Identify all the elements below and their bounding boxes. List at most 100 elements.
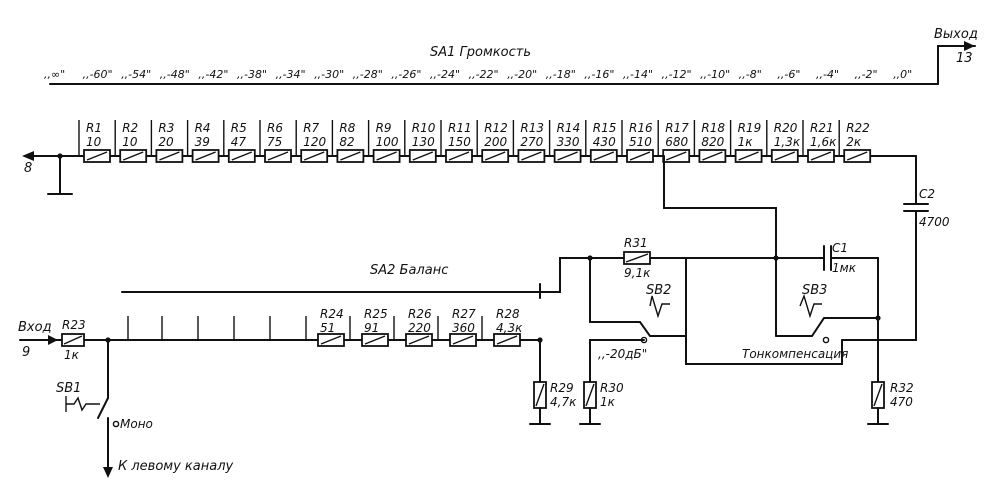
volume-position-label: ,,-16" [584,68,614,81]
volume-resistor-value: 130 [412,135,435,149]
volume-resistor-ref: R18 [701,121,725,135]
volume-resistor-ref: R8 [339,121,355,135]
volume-position-label: ,,-10" [700,68,730,81]
volume-resistor-stroke [629,151,651,161]
c1-ref: C1 [832,241,848,255]
volume-resistor-chain: R110R210R320R439R547R675R7120R882R9100R1… [83,121,872,163]
volume-resistor-value: 47 [231,135,247,149]
balance-resistor-stroke [452,335,474,345]
r32-ref: R32 [890,381,914,395]
volume-resistor-ref: R19 [738,121,762,135]
output-label: Выход [934,27,978,42]
c1-right-wire [830,257,879,319]
sb2-pushbutton-icon [649,295,670,319]
volume-resistor-value: 510 [629,135,652,149]
r31-ref: R31 [624,236,648,250]
volume-resistor-ref: R4 [195,121,211,135]
ladder-switch-contacts [78,120,840,156]
volume-position-label: ,,-6" [777,68,800,81]
volume-resistor-value: 75 [267,135,282,149]
sb1-contact [97,397,109,419]
volume-resistor-ref: R21 [810,121,834,135]
volume-position-label: ,,-60" [83,68,113,81]
ladder-input-arrow-icon [22,151,34,161]
input-pin: 9 [22,345,30,360]
r23-stroke [63,335,83,345]
volume-resistor-stroke [846,151,868,161]
r29-ref: R29 [550,381,574,395]
volume-resistor-value: 430 [593,135,616,149]
volume-position-label: ,,-2" [855,68,878,81]
sb2-to-sb3-wire [685,339,843,365]
r30-stroke [585,383,595,407]
volume-resistor-stroke [484,151,506,161]
volume-resistor-ref: R5 [231,121,247,135]
r23-value: 1к [64,348,80,362]
volume-position-label: ,,-4" [816,68,839,81]
volume-resistor-stroke [376,151,397,161]
volume-resistor-stroke [231,151,253,161]
balance-resistor-ref: R24 [320,307,344,321]
volume-resistor-value: 1к [738,135,754,149]
volume-position-label: ,,∞" [44,68,65,81]
tone-tap-wire [663,155,777,259]
sb2-ref: SB2 [646,283,671,298]
volume-resistor-value: 2к [846,135,862,149]
output-arrow-icon [964,41,975,51]
volume-position-label: ,,-38" [237,68,267,81]
r30-top-wire [589,339,645,383]
volume-position-label: ,,-12" [662,68,692,81]
volume-resistor-value: 820 [701,135,724,149]
sb1-state: Моно [120,417,153,431]
balance-resistor-value: 360 [452,321,475,335]
volume-resistor-ref: R16 [629,121,653,135]
volume-resistor-value: 200 [484,135,507,149]
volume-resistor-value: 100 [376,135,399,149]
volume-resistor-ref: R10 [412,121,436,135]
volume-position-label: ,,-14" [623,68,653,81]
volume-resistor-ref: R22 [846,121,870,135]
volume-resistor-ref: R20 [774,121,798,135]
volume-resistor-value: 10 [122,135,138,149]
volume-resistor-stroke [521,151,542,161]
balance-resistor-ref: R26 [408,307,432,321]
balance-to-r31-wire [539,257,781,293]
volume-resistor-stroke [738,151,759,161]
sb1-terminal [112,420,120,428]
sb2-label: ,,-20дБ" [598,347,647,361]
volume-resistor-ref: R1 [86,121,102,135]
c1-value: 1мк [832,261,857,275]
balance-resistor-value: 51 [320,321,335,335]
volume-resistor-value: 82 [339,135,354,149]
r30-value: 1к [600,395,616,409]
volume-position-label: ,,-18" [546,68,576,81]
volume-position-label: ,,-54" [121,68,151,81]
volume-resistor-value: 120 [303,135,326,149]
volume-position-label: ,,-8" [739,68,762,81]
volume-resistor-stroke [86,151,108,161]
volume-resistor-value: 150 [448,135,471,149]
volume-resistor-ref: R3 [158,121,174,135]
volume-position-label: ,,-20" [507,68,537,81]
volume-position-label: ,,-28" [353,68,383,81]
volume-resistor-ref: R14 [557,121,581,135]
volume-resistor-value: 330 [557,135,580,149]
balance-resistor-ref: R27 [452,307,476,321]
r30-ref: R30 [600,381,624,395]
sb3-pushbutton-icon [799,293,822,319]
sb1-pushbutton-icon [65,396,100,412]
input-arrow-icon [48,335,58,345]
volume-resistor-stroke [267,151,289,161]
balance-resistor-value: 220 [408,321,431,335]
to-left-channel-label: К левому каналу [118,459,234,474]
c2-ref: C2 [919,187,935,201]
volume-resistor-ref: R6 [267,121,283,135]
volume-resistor-stroke [448,151,470,161]
volume-resistor-ref: R13 [520,121,544,135]
r29-value: 4,7к [550,395,577,409]
balance-switch-contacts [127,316,483,340]
balance-resistor-ref: R25 [364,307,388,321]
volume-resistor-value: 270 [520,135,543,149]
sb3-label: Тонкомпенсация [742,347,848,361]
